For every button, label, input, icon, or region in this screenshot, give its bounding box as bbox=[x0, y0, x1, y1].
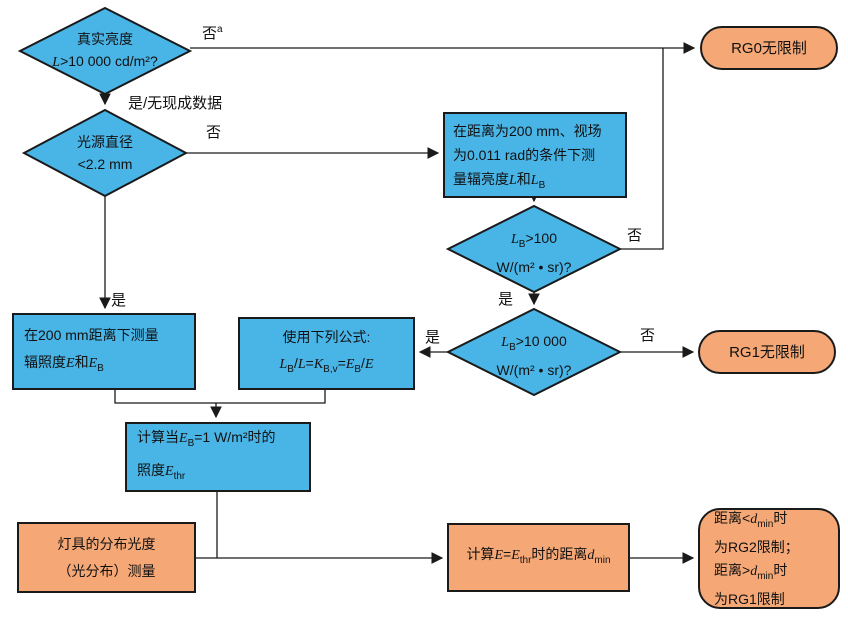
process-line: 在200 mm距离下测量 bbox=[24, 326, 159, 343]
branch-label-no-lb10000: 否 bbox=[640, 327, 656, 344]
terminal-label: RG0无限制 bbox=[731, 39, 807, 57]
process-line: （光分布）测量 bbox=[57, 562, 156, 579]
process-line: 为0.011 rad的条件下测 bbox=[453, 147, 596, 163]
terminal-line: 为RG2限制； bbox=[714, 538, 799, 555]
decision-lb100: LB>100 W/(m² • sr)? bbox=[458, 227, 610, 278]
decision-line: W/(m² • sr)? bbox=[496, 259, 572, 275]
terminal-rg-result: 距离<dmin时 为RG2限制； 距离>dmin时 为RG1限制 bbox=[698, 508, 840, 609]
process-calc-dmin: 计算E=Ethr时的距离dmin bbox=[447, 523, 630, 592]
decision-line: LB>10 000 bbox=[501, 333, 567, 353]
decision-line: LB>100 bbox=[510, 230, 557, 250]
process-line: 量辐亮度L和LB bbox=[453, 171, 546, 191]
branch-label-yes-lb10000: 是 bbox=[425, 329, 441, 346]
decision-line: 真实亮度 bbox=[77, 31, 133, 47]
terminal-line: 距离<dmin时 bbox=[714, 509, 788, 530]
decision-line: W/(m² • sr)? bbox=[496, 362, 572, 378]
decision-line: 光源直径 bbox=[77, 134, 133, 150]
terminal-line: 距离>dmin时 bbox=[714, 561, 788, 582]
connector-merge-to-ethr bbox=[114, 390, 326, 404]
process-line: 照度Ethr bbox=[137, 462, 186, 482]
process-photometry: 灯具的分布光度 （光分布）测量 bbox=[17, 522, 196, 593]
branch-label-no-footnote: 否a bbox=[202, 24, 223, 42]
connector-no-lb100-to-rg0 bbox=[620, 48, 664, 250]
branch-label-no-diameter: 否 bbox=[206, 124, 222, 141]
process-line: 使用下列公式: bbox=[282, 329, 371, 345]
process-line: 计算E=Ethr时的距离dmin bbox=[466, 546, 611, 566]
terminal-label: RG1无限制 bbox=[729, 343, 805, 361]
formula-line: LB/L=KB,v=EB/E bbox=[279, 355, 374, 375]
decision-lb10000-shape bbox=[445, 307, 623, 397]
process-line: 在距离为200 mm、视场 bbox=[453, 123, 602, 139]
process-line: 计算当EB=1 W/m²时的 bbox=[137, 429, 276, 449]
decision-lb10000: LB>10 000 W/(m² • sr)? bbox=[458, 330, 610, 381]
process-measure-irradiance: 在200 mm距离下测量 辐照度E和EB bbox=[12, 313, 196, 390]
process-line: 辐照度E和EB bbox=[24, 353, 104, 374]
branch-label-yes-lb100: 是 bbox=[498, 291, 514, 308]
process-line: 灯具的分布光度 bbox=[57, 535, 156, 552]
branch-label-yes-no-ready-data: 是/无现成数据 bbox=[128, 95, 223, 112]
decision-source-diameter: 光源直径 <2.2 mm bbox=[30, 131, 180, 175]
terminal-rg0: RG0无限制 bbox=[700, 26, 838, 70]
decision-source-diameter-shape bbox=[21, 108, 189, 198]
terminal-line: 为RG1限制 bbox=[714, 590, 785, 607]
process-measure-radiance: 在距离为200 mm、视场 为0.011 rad的条件下测 量辐亮度L和LB bbox=[443, 112, 627, 198]
branch-label-no-lb100: 否 bbox=[627, 227, 643, 244]
process-formula: 使用下列公式: LB/L=KB,v=EB/E bbox=[238, 317, 415, 390]
decision-line: <2.2 mm bbox=[77, 156, 133, 172]
process-calc-ethr: 计算当EB=1 W/m²时的 照度Ethr bbox=[125, 422, 311, 492]
terminal-rg1: RG1无限制 bbox=[698, 330, 836, 374]
decision-true-luminance: 真实亮度 L>10 000 cd/m²? bbox=[30, 28, 180, 74]
decision-true-luminance-shape bbox=[17, 6, 193, 96]
decision-lb100-shape bbox=[445, 204, 623, 294]
decision-line: L>10 000 cd/m²? bbox=[52, 53, 158, 70]
branch-label-yes-measure: 是 bbox=[111, 292, 127, 309]
